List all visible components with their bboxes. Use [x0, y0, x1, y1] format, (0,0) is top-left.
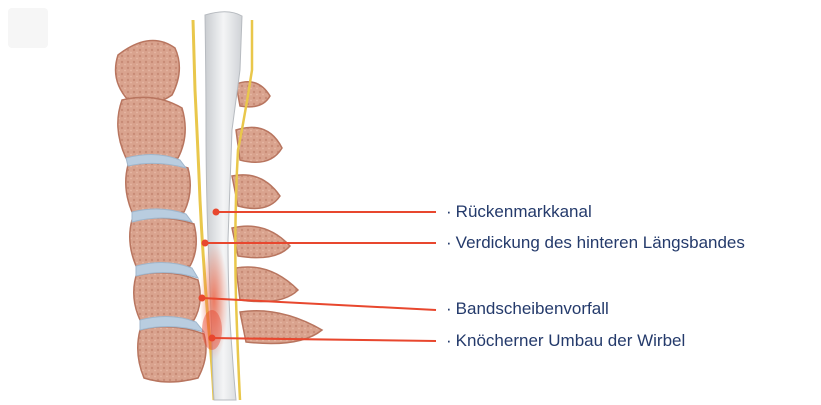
label-spinal-canal-text: Rückenmarkkanal: [456, 202, 592, 221]
label-spinal-canal: ·Rückenmarkkanal: [446, 202, 592, 222]
label-bone-remodeling: ·Knöcherner Umbau der Wirbel: [446, 331, 685, 351]
bullet-dot: ·: [446, 233, 452, 252]
label-bone-remodeling-text: Knöcherner Umbau der Wirbel: [456, 331, 686, 350]
label-ligament-thickening-text: Verdickung des hinteren Längsbandes: [456, 233, 745, 252]
bullet-dot: ·: [446, 202, 452, 221]
bullet-dot: ·: [446, 299, 452, 318]
label-ligament-thickening: ·Verdickung des hinteren Längsbandes: [446, 233, 745, 253]
label-disc-herniation-text: Bandscheibenvorfall: [456, 299, 609, 318]
label-disc-herniation: ·Bandscheibenvorfall: [446, 299, 609, 319]
bullet-dot: ·: [446, 331, 452, 350]
